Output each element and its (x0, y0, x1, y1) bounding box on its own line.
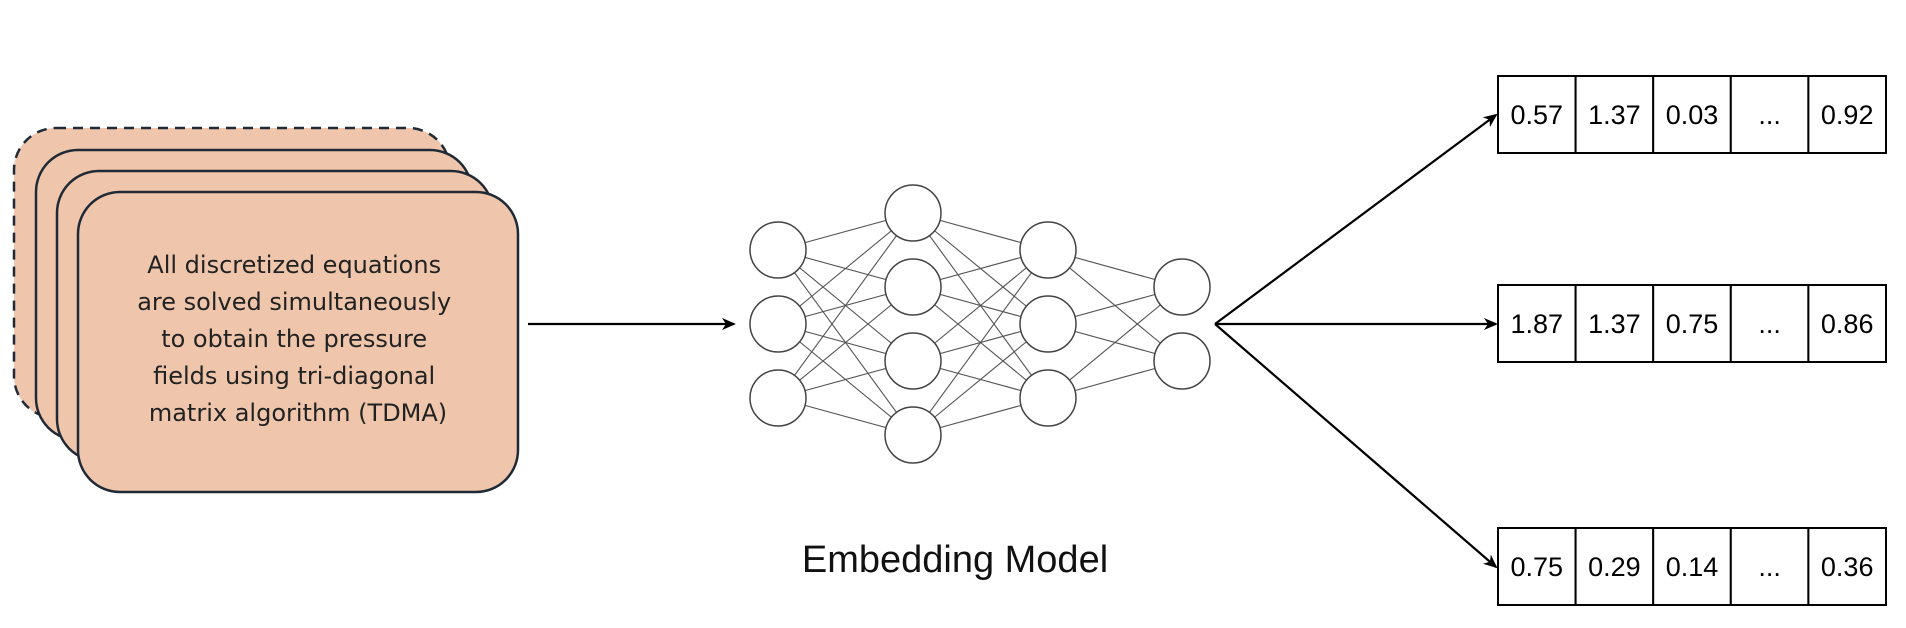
neuron-node (1019, 369, 1077, 427)
vector-value: ... (1758, 100, 1781, 130)
vector-value: ... (1758, 552, 1781, 582)
vector-cell (1729, 284, 1810, 363)
vector-value: 0.29 (1588, 552, 1641, 582)
vector-cell (1574, 75, 1655, 154)
document-text-line-2: are solved simultaneously (137, 288, 451, 316)
vector-value: 0.86 (1821, 309, 1874, 339)
vector-cell (1652, 284, 1732, 363)
embedding-vector-1: 0.57 1.37 0.03 ... 0.92 (1497, 75, 1888, 154)
neural-network-icon (749, 184, 1211, 464)
neuron-node (884, 258, 942, 316)
neuron-node (1019, 295, 1077, 353)
network-edge (1047, 286, 1183, 399)
output-arrows (1214, 113, 1498, 569)
output-arrow-bottom (1214, 323, 1498, 569)
vector-cell (1497, 527, 1577, 606)
vector-cell (1807, 284, 1888, 363)
neuron-node (749, 221, 807, 279)
document-text-line-3: to obtain the pressure (161, 325, 427, 353)
embedding-vector-3: 0.75 0.29 0.14 ... 0.36 (1497, 527, 1888, 606)
network-edge (912, 249, 1049, 362)
vector-value: 1.87 (1511, 309, 1564, 339)
vector-value: ... (1758, 309, 1781, 339)
network-edge (912, 249, 1049, 436)
output-arrow-top (1214, 113, 1498, 325)
neuron-node (884, 184, 942, 242)
vector-cell (1574, 284, 1655, 363)
neuron-node (749, 369, 807, 427)
vector-value: 0.36 (1821, 552, 1874, 582)
document-text-line-4: fields using tri-diagonal (153, 362, 435, 390)
neuron-node (1153, 258, 1211, 316)
vector-value: 0.14 (1666, 552, 1719, 582)
vector-value: 0.75 (1511, 552, 1564, 582)
neuron-node (1153, 332, 1211, 390)
vector-cell (1807, 527, 1888, 606)
network-edge (777, 286, 914, 399)
vector-value: 0.03 (1666, 100, 1719, 130)
neuron-node (749, 295, 807, 353)
vector-value: 1.37 (1588, 100, 1641, 130)
network-edges (777, 212, 1183, 436)
vector-cell (1729, 75, 1810, 154)
vector-value: 1.37 (1588, 309, 1641, 339)
vector-value: 0.92 (1821, 100, 1874, 130)
vector-cell (1652, 75, 1732, 154)
document-text-line-5: matrix algorithm (TDMA) (149, 399, 447, 427)
network-edge (912, 323, 1049, 436)
vector-value: 0.75 (1666, 309, 1719, 339)
vector-value: 0.57 (1511, 100, 1564, 130)
document-text-line-1: All discretized equations (147, 251, 441, 279)
vector-cell (1652, 527, 1732, 606)
vector-cell (1497, 284, 1577, 363)
vector-cell (1807, 75, 1888, 154)
embedding-vector-2: 1.87 1.37 0.75 ... 0.86 (1497, 284, 1888, 363)
document-text: All discretized equations are solved sim… (137, 251, 459, 427)
document-stack: All discretized equations are solved sim… (12, 126, 520, 494)
model-caption: Embedding Model (802, 539, 1108, 581)
vector-cell (1574, 527, 1655, 606)
neuron-node (884, 332, 942, 390)
network-nodes (749, 184, 1211, 464)
network-edge (777, 212, 914, 399)
neuron-node (884, 406, 942, 464)
neuron-node (1019, 221, 1077, 279)
document-card-front (76, 190, 520, 494)
network-edge (777, 212, 914, 325)
